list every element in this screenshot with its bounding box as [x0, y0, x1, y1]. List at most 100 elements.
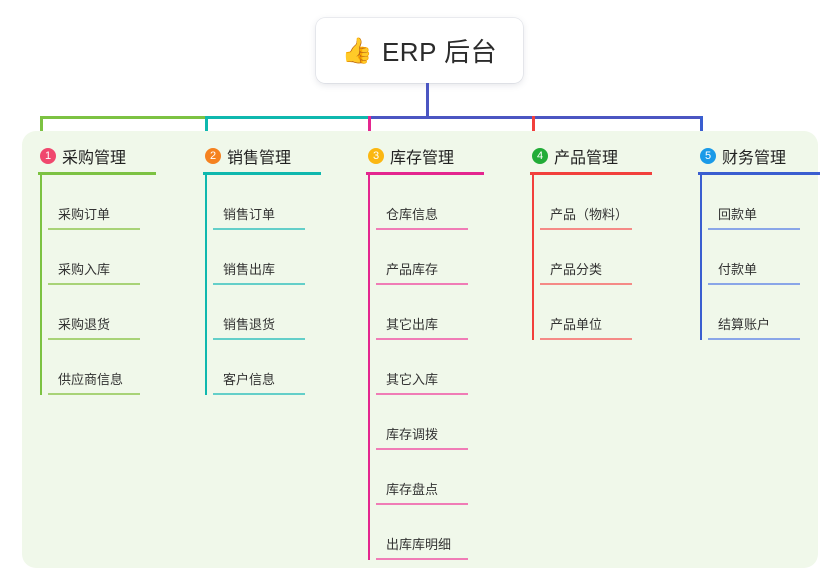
branch-item[interactable]: 回款单 [708, 207, 800, 230]
branch-item[interactable]: 采购入库 [48, 262, 140, 285]
branch-item-underline [540, 283, 632, 285]
branch-item-underline [213, 393, 305, 395]
branch-item[interactable]: 库存盘点 [376, 482, 468, 505]
branch-header-2[interactable]: 2 销售管理 [195, 145, 291, 167]
branch-header-5[interactable]: 5 财务管理 [690, 145, 786, 167]
branch-title: 销售管理 [227, 150, 292, 167]
branch-item[interactable]: 库存调拨 [376, 427, 468, 450]
branch-spine [368, 174, 370, 560]
branch-item-label: 结算账户 [718, 317, 771, 332]
branch-item[interactable]: 其它入库 [376, 372, 468, 395]
branch-item-underline [48, 283, 140, 285]
branch-item-underline [708, 338, 800, 340]
branch-item-label: 库存盘点 [386, 482, 439, 497]
branch-number-badge: 5 [700, 148, 716, 164]
branch-item-underline [48, 338, 140, 340]
branch-item-underline [376, 448, 468, 450]
branch-item-label: 采购入库 [58, 262, 111, 277]
branch-underline [698, 172, 820, 175]
branch-item-label: 采购退货 [58, 317, 111, 332]
branch-item[interactable]: 产品分类 [540, 262, 632, 285]
branch-item[interactable]: 结算账户 [708, 317, 800, 340]
root-stem-line [426, 83, 429, 118]
branch-item-underline [540, 228, 632, 230]
branch-item-label: 销售退货 [223, 317, 276, 332]
branch-column-3: 3 库存管理仓库信息产品库存其它出库其它入库库存调拨库存盘点出库库明细 [358, 145, 484, 560]
bus-segment-green [40, 116, 208, 119]
branch-column-5: 5 财务管理回款单付款单结算账户 [690, 145, 820, 340]
root-node[interactable]: 👍 ERP 后台 [316, 18, 523, 83]
branch-item-underline [376, 558, 468, 560]
branch-item[interactable]: 出库库明细 [376, 537, 468, 560]
branch-item[interactable]: 供应商信息 [48, 372, 140, 395]
branch-spine [532, 174, 534, 340]
branch-column-2: 2 销售管理销售订单销售出库销售退货客户信息 [195, 145, 321, 395]
branch-underline [530, 172, 652, 175]
branch-item-underline [708, 228, 800, 230]
branch-item-underline [376, 393, 468, 395]
branch-item-label: 销售订单 [223, 207, 276, 222]
branch-item-underline [213, 283, 305, 285]
branch-header-4[interactable]: 4 产品管理 [522, 145, 618, 167]
branch-item[interactable]: 销售退货 [213, 317, 305, 340]
branch-spine [40, 174, 42, 395]
branch-item-label: 库存调拨 [386, 427, 439, 442]
branch-spine [205, 174, 207, 395]
branch-title: 财务管理 [722, 150, 787, 167]
branch-header-3[interactable]: 3 库存管理 [358, 145, 454, 167]
branch-drop-line-3 [368, 116, 371, 142]
branch-item-underline [376, 338, 468, 340]
branch-item[interactable]: 采购退货 [48, 317, 140, 340]
branch-item-underline [48, 228, 140, 230]
branch-item-label: 产品分类 [550, 262, 603, 277]
branch-title: 库存管理 [390, 150, 455, 167]
branch-drop-line-4 [532, 116, 535, 142]
branch-item-label: 付款单 [718, 262, 758, 277]
branch-item-label: 采购订单 [58, 207, 111, 222]
branch-item-label: 其它入库 [386, 372, 439, 387]
branch-item-label: 出库库明细 [386, 537, 452, 552]
branch-number-badge: 2 [205, 148, 221, 164]
branch-item-underline [540, 338, 632, 340]
root-node-content: 👍 ERP 后台 [342, 32, 497, 69]
branch-spine [700, 174, 702, 340]
branch-underline [366, 172, 484, 175]
bus-segment-blue [368, 116, 703, 119]
branch-item[interactable]: 产品（物料） [540, 207, 632, 230]
branch-drop-line-1 [40, 116, 43, 142]
bus-segment-teal [205, 116, 371, 119]
branch-item[interactable]: 产品库存 [376, 262, 468, 285]
branch-item[interactable]: 销售出库 [213, 262, 305, 285]
thumbs-up-icon: 👍 [341, 37, 373, 65]
branch-item-underline [213, 338, 305, 340]
root-title: ERP 后台 [381, 37, 498, 67]
branch-item[interactable]: 产品单位 [540, 317, 632, 340]
branch-item-underline [213, 228, 305, 230]
branch-item-label: 供应商信息 [58, 372, 124, 387]
branch-number-badge: 3 [368, 148, 384, 164]
branch-item-underline [708, 283, 800, 285]
branch-drop-line-5 [700, 116, 703, 142]
branch-underline [203, 172, 321, 175]
branch-item-label: 客户信息 [223, 372, 276, 387]
branch-item-underline [376, 283, 468, 285]
branch-item[interactable]: 其它出库 [376, 317, 468, 340]
branch-title: 产品管理 [554, 150, 619, 167]
branch-item-label: 其它出库 [386, 317, 439, 332]
branch-item[interactable]: 付款单 [708, 262, 800, 285]
branch-item-label: 产品单位 [550, 317, 603, 332]
branch-item[interactable]: 客户信息 [213, 372, 305, 395]
branch-item[interactable]: 仓库信息 [376, 207, 468, 230]
branch-item[interactable]: 销售订单 [213, 207, 305, 230]
branch-number-badge: 4 [532, 148, 548, 164]
branch-column-4: 4 产品管理产品（物料） 产品分类产品单位 [522, 145, 652, 340]
branch-item[interactable]: 采购订单 [48, 207, 140, 230]
branch-item-label: 产品（物料） [550, 207, 629, 222]
branch-item-label: 产品库存 [386, 262, 439, 277]
branch-item-label: 仓库信息 [386, 207, 439, 222]
branch-item-underline [376, 503, 468, 505]
branch-title: 采购管理 [62, 150, 127, 167]
branch-item-underline [376, 228, 468, 230]
